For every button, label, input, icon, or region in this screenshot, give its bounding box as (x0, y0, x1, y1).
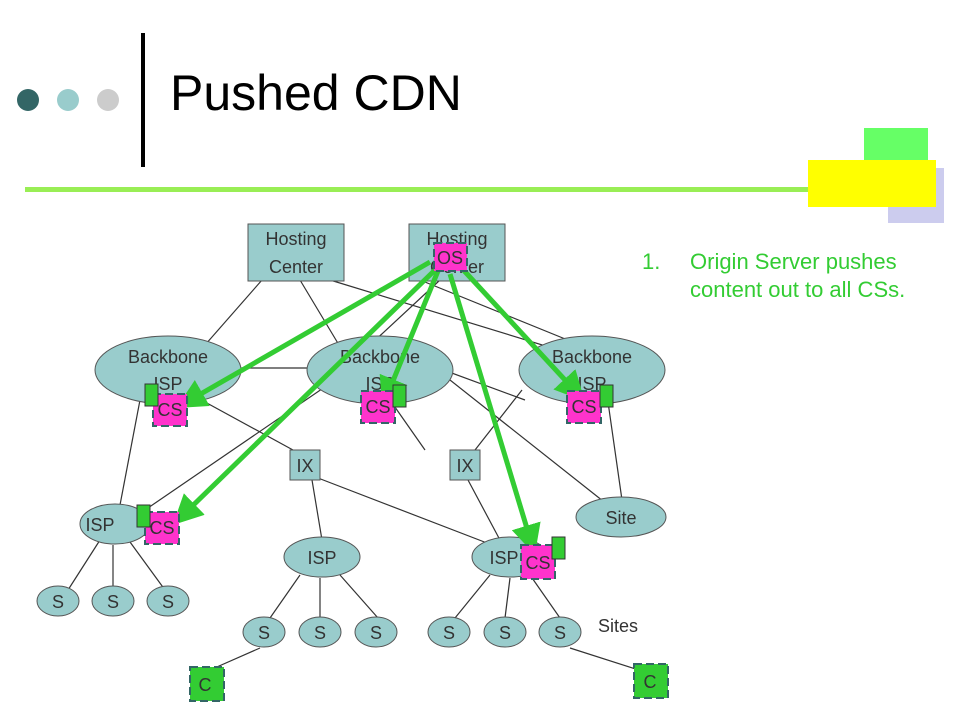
push-arrow (454, 260, 585, 402)
push-arrow (172, 268, 437, 525)
s-node: S (538, 616, 582, 648)
s-node: S (483, 616, 527, 648)
cache-server-4-label: CS (149, 518, 174, 538)
s-node: S (427, 616, 471, 648)
s-node: S (91, 585, 135, 617)
step-text: Origin Server pushes content out to all … (690, 249, 906, 302)
push-arrow (379, 265, 443, 408)
decor-dot-dark (17, 89, 39, 111)
cache-content-block (599, 384, 614, 408)
hosting-center-1-label-line1: Hosting (265, 229, 326, 249)
s-node: S (298, 616, 342, 648)
isp-1: ISP (79, 503, 151, 545)
isp-1-label: ISP (85, 515, 114, 535)
s-node-label: S (52, 592, 64, 612)
s-node-label: S (314, 623, 326, 643)
push-arrow (176, 259, 432, 408)
push-arrow (447, 273, 541, 555)
decor-dot-light (97, 89, 119, 111)
s-node-label: S (443, 623, 455, 643)
backbone-isp-1-label-line2: ISP (153, 374, 182, 394)
decor-dot-mid (57, 89, 79, 111)
cache-server-1: CS (144, 383, 188, 427)
cache-server-2: CS (360, 384, 407, 424)
s-node-label: S (258, 623, 270, 643)
cache-server-5-label: CS (525, 553, 550, 573)
backbone-isp-1-label-line1: Backbone (128, 347, 208, 367)
cache-content-block (136, 504, 151, 528)
isp-2: ISP (283, 536, 361, 578)
s-node: S (146, 585, 190, 617)
sites-label: Sites (598, 616, 638, 636)
origin-server: OS (433, 242, 468, 272)
cache-server-2-label: CS (365, 397, 390, 417)
ix-1-label: IX (296, 456, 313, 476)
cache-server-4: CS (136, 504, 180, 545)
cache-server-3: CS (566, 384, 614, 424)
cache-content-block (392, 384, 407, 408)
hosting-center-1: Hosting Center (247, 223, 345, 282)
step-number: 1. (642, 249, 661, 274)
site-node: Site (575, 496, 667, 538)
slide-title: Pushed CDN (170, 65, 462, 121)
s-node-label: S (499, 623, 511, 643)
client-2-label: C (644, 672, 657, 692)
s-node: S (354, 616, 398, 648)
ix-1: IX (289, 449, 321, 481)
cache-content-block (144, 383, 159, 407)
s-node-label: S (370, 623, 382, 643)
origin-server-label: OS (437, 248, 463, 268)
ix-2-label: IX (456, 456, 473, 476)
isp-2-label: ISP (307, 548, 336, 568)
s-node-label: S (162, 592, 174, 612)
cache-content-block (551, 536, 566, 560)
push-arrows (172, 259, 585, 555)
client-1: C (189, 666, 225, 702)
cache-server-3-label: CS (571, 397, 596, 417)
header-rule (25, 187, 825, 192)
client-1-label: C (199, 675, 212, 695)
isp-3-label: ISP (489, 548, 518, 568)
ix-2: IX (449, 449, 481, 481)
cache-server-5: CS (520, 536, 566, 580)
network-links (67, 279, 646, 673)
backbone-isp-3-label-line1: Backbone (552, 347, 632, 367)
s-node: S (242, 616, 286, 648)
title-divider-bar (141, 33, 145, 167)
cache-server-1-label: CS (157, 400, 182, 420)
step-list-item: 1. Origin Server pushes content out to a… (642, 248, 942, 304)
s-node-label: S (554, 623, 566, 643)
s-node-label: S (107, 592, 119, 612)
accent-yellow-block (808, 160, 936, 207)
site-label: Site (605, 508, 636, 528)
hosting-center-1-label-line2: Center (269, 257, 323, 277)
client-2: C (633, 663, 669, 699)
s-node: S (36, 585, 80, 617)
